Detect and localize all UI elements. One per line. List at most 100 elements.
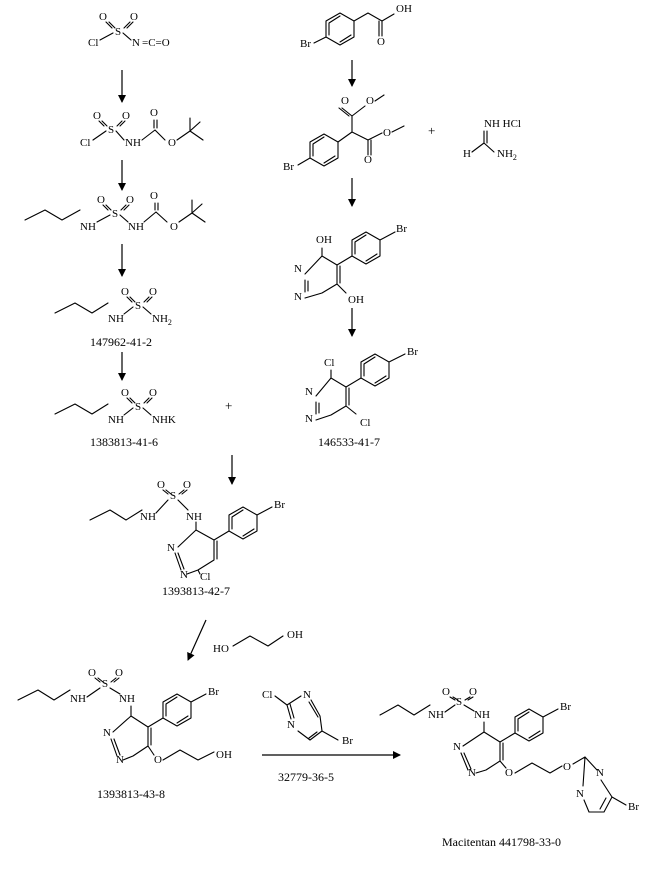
atom-nh2: NH2 [152,313,172,327]
atom-group: =C=O [142,37,170,49]
atom-n: N [305,413,313,425]
atom-oh: OH [396,3,412,15]
atom-o: O [505,767,513,779]
molecule-formamidine-hydrochloride: NH HCl H NH2 [463,118,521,162]
atom-n: N [596,767,604,779]
atom-o: O [150,107,158,119]
molecule-bromophenyl-dihydroxypyrimidine: OH N N OH Br [294,223,407,306]
atom-cl: Cl [80,137,90,149]
atom-s: S [135,401,141,413]
atom-nh-hcl: NH HCl [484,118,521,130]
cas-label-32779-36-5: 32779-36-5 [278,770,334,784]
molecule-propylsulfamide: NH S O O NH2 [54,286,172,327]
atom-br: Br [560,701,571,713]
atom-cl: Cl [200,571,210,583]
atom-nh: NH [474,709,490,721]
molecule-dimethyl-bromophenylmalonate: Br O O O O [283,94,405,173]
atom-o: O [88,667,96,679]
atom-o: O [341,95,349,107]
atom-n: N [167,542,175,554]
plus-sign: + [225,398,232,413]
atom-o: O [122,110,130,122]
atom-nh: NH [70,693,86,705]
atom-br: Br [396,223,407,235]
atom-o: O [121,286,129,298]
atom-o: O [121,387,129,399]
atom-o: O [377,36,385,48]
atom-s: S [170,490,176,502]
cas-label-1393813-43-8: 1393813-43-8 [97,787,165,801]
molecule-propylsulfamide-potassium: NH S O O NHK [54,387,176,426]
cas-label-147962-41-2: 147962-41-2 [90,335,152,349]
molecule-macitentan: NH S O O NH N N O Br O N N Br [379,686,639,813]
atom-s: S [135,300,141,312]
atom-o: O [97,194,105,206]
atom-o: O [154,754,162,766]
atom-cl: Cl [88,37,98,49]
atom-nh: NH [125,137,141,149]
atom-o: O [126,194,134,206]
atom-o: O [93,110,101,122]
atom-nh: NH [428,709,444,721]
atom-o: O [170,221,178,233]
atom-o: O [563,761,571,773]
atom-n: N [116,754,124,766]
atom-n: N [294,291,302,303]
atom-nh2: NH2 [497,148,517,162]
atom-o: O [168,137,176,149]
atom-o: O [469,686,477,698]
molecule-bromophenyl-dichloropyrimidine: Cl N N Cl Br [305,346,418,429]
atom-o: O [183,479,191,491]
atom-br: Br [283,161,294,173]
atom-nhk: NHK [152,414,176,426]
atom-o: O [150,190,158,202]
atom-nh: NH [80,221,96,233]
cas-label-1393813-42-7: 1393813-42-7 [162,584,230,598]
molecule-hydroxyethoxy-intermediate: NH S O O NH N N O Br OH [17,667,232,766]
atom-br: Br [407,346,418,358]
atom-cl: Cl [262,689,272,701]
atom-nh: NH [119,693,135,705]
reaction-arrow [187,619,207,661]
atom-o: O [442,686,450,698]
atom-br: Br [628,801,639,813]
atom-cl: Cl [324,357,334,369]
atom-cl: Cl [360,417,370,429]
atom-oh: OH [316,234,332,246]
atom-s: S [115,26,121,38]
atom-n: N [103,727,111,739]
plus-sign: + [428,123,435,138]
atom-nh: NH [140,511,156,523]
molecule-chlorosulfonyl-isocyanate: Cl S O O N =C=O [88,11,170,49]
molecule-chloro-intermediate: NH S O O NH N N Cl Br [89,479,285,583]
atom-nh: NH [108,414,124,426]
molecule-boc-chlorosulfonamide: Cl S O O NH O O [80,107,204,149]
atom-oh: OH [287,629,303,641]
atom-n: N [305,386,313,398]
atom-oh: OH [216,749,232,761]
atom-br: Br [274,499,285,511]
atom-n: N [132,37,140,49]
cas-label-146533-41-7: 146533-41-7 [318,435,380,449]
molecule-bromophenylacetic-acid: Br O OH [300,3,412,50]
atom-o: O [157,479,165,491]
atom-h: H [463,148,471,160]
reagent-bromochloropyrimidine: Cl N N Br [262,689,353,747]
atom-nh: NH [108,313,124,325]
atom-o: O [149,286,157,298]
atom-o: O [115,667,123,679]
atom-s: S [102,678,108,690]
atom-oh: OH [348,294,364,306]
atom-s: S [456,696,462,708]
atom-n: N [294,263,302,275]
atom-o: O [383,127,391,139]
molecule-boc-propylsulfamide: NH S O O NH O O [24,190,206,233]
product-label: Macitentan 441798-33-0 [442,835,561,849]
atom-o: O [99,11,107,23]
atom-br: Br [208,686,219,698]
atom-ho: HO [213,643,229,655]
atom-o: O [130,11,138,23]
reagent-ethylene-glycol: HO OH [213,629,303,655]
atom-n: N [453,741,461,753]
